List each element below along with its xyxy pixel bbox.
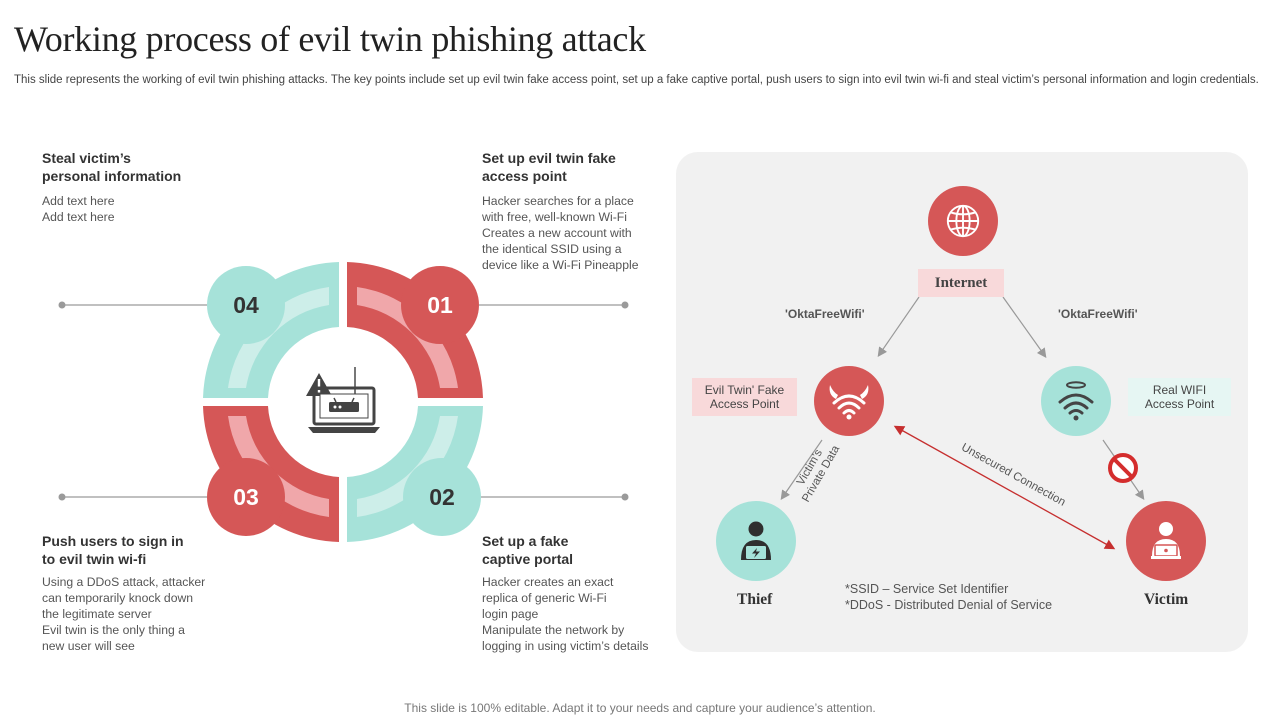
ssid-label-right: 'OktaFreeWifi' xyxy=(1058,307,1138,321)
footer-note: This slide is 100% editable. Adapt it to… xyxy=(404,701,876,715)
thief-label: Thief xyxy=(737,591,773,608)
victim-label: Victim xyxy=(1144,591,1189,608)
abbreviation-notes: *SSID – Service Set Identifier*DDoS - Di… xyxy=(845,582,1053,612)
thief-node xyxy=(716,501,796,581)
devil-wifi-icon xyxy=(829,385,869,420)
step-badge-03: 03 xyxy=(207,458,285,536)
step-badge-04: 04 xyxy=(207,266,285,344)
globe-icon xyxy=(946,204,980,238)
internet-node xyxy=(928,186,998,256)
victim-node xyxy=(1126,501,1206,581)
angel-wifi-icon xyxy=(1058,381,1094,421)
hacker-icon xyxy=(741,521,771,560)
phishing-router-icon xyxy=(306,367,380,433)
step-badge-02: 02 xyxy=(403,458,481,536)
evil-twin-node xyxy=(814,366,884,436)
step-badge-01: 01 xyxy=(401,266,479,344)
page-title: Working process of evil twin phishing at… xyxy=(14,19,646,59)
real-wifi-node xyxy=(1041,366,1111,436)
no-entry-icon xyxy=(1108,453,1138,483)
user-laptop-icon xyxy=(1151,522,1181,559)
internet-label: Internet xyxy=(918,269,1004,297)
page-subtitle: This slide represents the working of evi… xyxy=(14,74,1259,86)
ssid-label-left: 'OktaFreeWifi' xyxy=(785,307,865,321)
